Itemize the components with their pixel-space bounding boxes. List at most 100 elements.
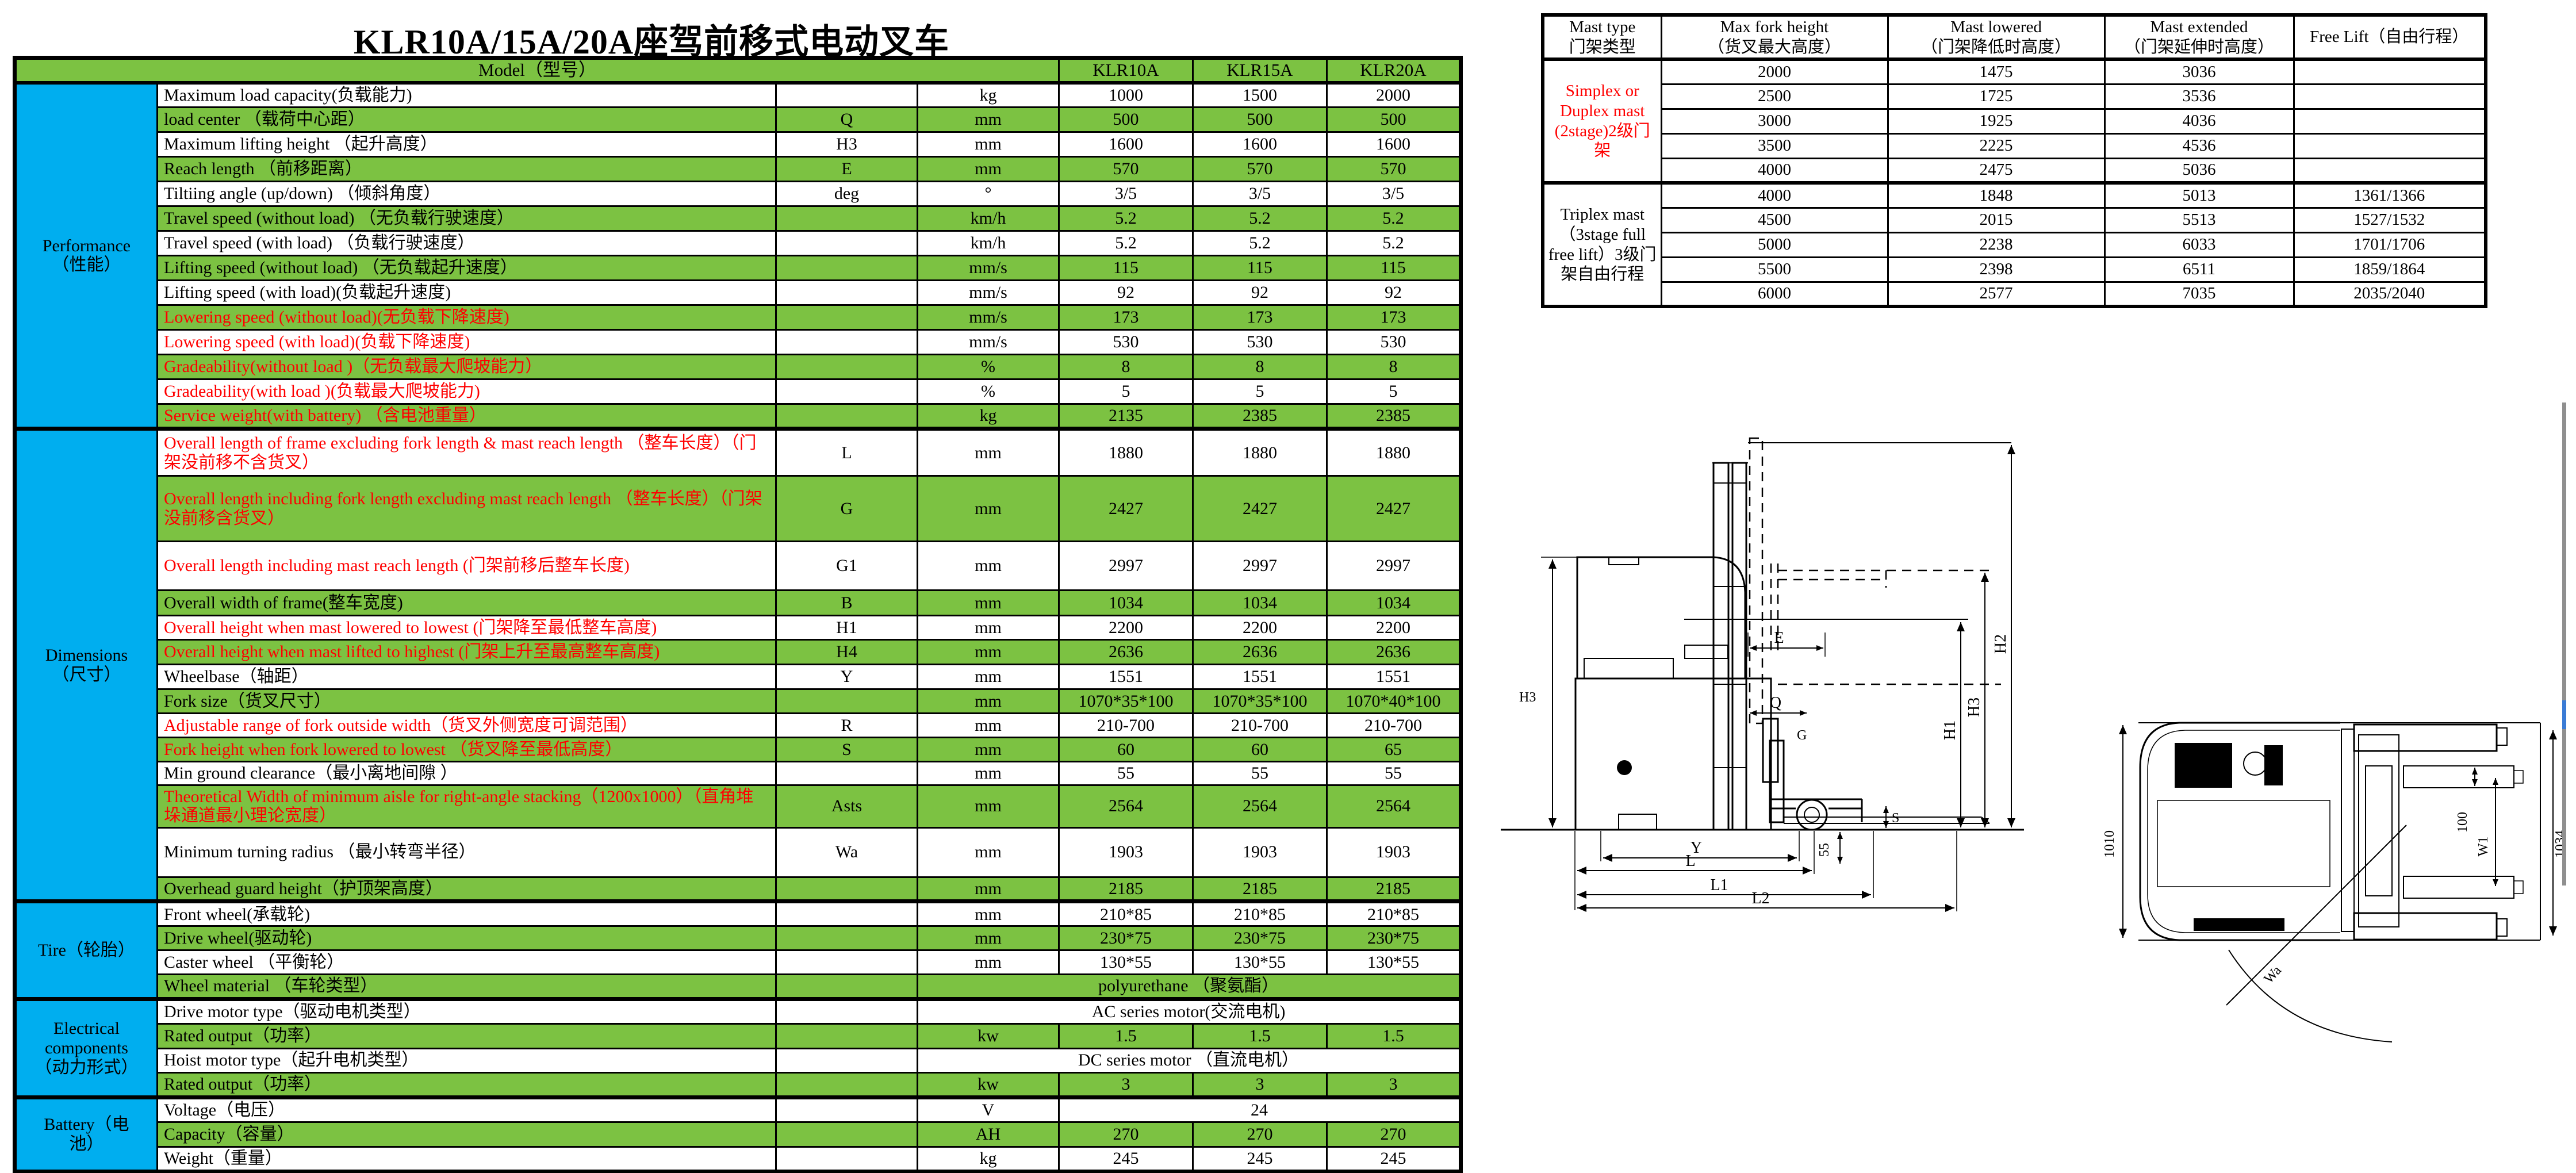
category-cell: Battery（电 池） (14, 1095, 158, 1172)
spec-label-cell: Front wheel(承载轮) (156, 899, 777, 927)
spec-value-cell: 1600 (1058, 131, 1194, 158)
guard-notch (1608, 557, 1639, 565)
spec-label-cell: Capacity（容量） (156, 1121, 777, 1148)
mast-value-cell (2293, 58, 2487, 85)
spec-merged-value-cell: AC series motor(交流电机) (917, 997, 1462, 1025)
spec-value-cell: 5.2 (1058, 205, 1194, 232)
fork-top (2403, 765, 2514, 788)
spec-label-cell: Fork size（货叉尺寸） (156, 688, 777, 714)
spec-value-cell: 2427 (1058, 475, 1194, 542)
spec-value-cell: 173 (1326, 304, 1462, 331)
mast-value-cell: 1725 (1887, 83, 2106, 110)
spec-value-cell: 115 (1326, 255, 1462, 281)
window-scrollbar-thumb[interactable] (2562, 700, 2566, 729)
spec-label-cell: Overall height when mast lifted to highe… (156, 639, 777, 665)
spec-symbol-cell: G1 (775, 540, 918, 591)
spec-unit-cell: mm (917, 761, 1060, 786)
mast-value-cell: 5513 (2103, 206, 2295, 233)
spec-symbol-cell: G (775, 475, 918, 542)
steering-wheel-hub (2183, 752, 2204, 772)
model-name-cell: KLR10A (1058, 57, 1194, 85)
spec-unit-cell: mm (917, 737, 1060, 762)
spec-value-cell: 2135 (1058, 403, 1194, 430)
spec-symbol-cell (775, 761, 918, 786)
spec-value-cell: 3/5 (1326, 181, 1462, 207)
spec-label-cell: Overall height when mast lowered to lowe… (156, 615, 777, 641)
spec-value-cell: 92 (1192, 279, 1328, 306)
spec-row: Travel speed (without load) （无负载行驶速度）km/… (15, 205, 1462, 232)
spec-row: Gradeability(without load )（无负载最大爬坡能力）%8… (15, 354, 1462, 380)
spec-value-cell: 210-700 (1192, 712, 1328, 738)
spec-unit-cell: kw (917, 1022, 1060, 1049)
mast-value-cell: 1848 (1887, 181, 2106, 209)
spec-unit-cell: km/h (917, 230, 1060, 256)
window-scrollbar-track[interactable] (2562, 402, 2566, 885)
mast-value-cell: 7035 (2103, 281, 2295, 308)
spec-value-cell: 1880 (1192, 427, 1328, 477)
spec-label-cell: Lifting speed (with load)(负载起升速度) (156, 279, 777, 306)
straddle-leg-top (2353, 723, 2498, 752)
dim-label-55: 55 (1817, 843, 1832, 857)
mast-value-cell: 2238 (1887, 231, 2106, 258)
spec-unit-cell: kg (917, 82, 1060, 108)
spec-unit-cell: mm (917, 639, 1060, 665)
mast-value-cell (2293, 157, 2487, 184)
mast-extended-dashed (1749, 437, 1764, 724)
spec-value-cell: 230*75 (1326, 925, 1462, 952)
spec-label-cell: Lowering speed (without load)(无负载下降速度) (156, 304, 777, 331)
model-header-cell: Model（型号） (14, 57, 1060, 85)
load-wheel (1796, 799, 1828, 831)
spec-label-cell: Lifting speed (without load) （无负载起升速度） (156, 255, 777, 281)
spec-label-cell: Drive motor type（驱动电机类型） (156, 997, 777, 1025)
spec-symbol-cell (775, 304, 918, 331)
spec-value-cell: 55 (1326, 761, 1462, 786)
spec-label-cell: Overall length including mast reach leng… (156, 540, 777, 591)
spec-value-cell: 1500 (1192, 82, 1328, 108)
spec-row: Overall length including fork length exc… (15, 475, 1462, 542)
mast-value-cell: 3000 (1660, 108, 1889, 135)
category-cell: Dimensions （尺寸） (14, 426, 158, 903)
spec-symbol-cell: L (775, 427, 918, 477)
spec-value-cell: 1903 (1326, 826, 1462, 878)
spec-label-cell: Maximum lifting height （起升高度） (156, 131, 777, 158)
spec-value-cell: 1034 (1058, 589, 1194, 616)
dim-label-q: Q (1770, 694, 1781, 712)
spec-symbol-cell (775, 329, 918, 355)
spec-value-cell: 5.2 (1192, 230, 1328, 256)
spec-label-cell: Rated output（功率） (156, 1071, 777, 1098)
spec-unit-cell: V (917, 1095, 1060, 1123)
spec-unit-cell: mm (917, 427, 1060, 477)
spec-unit-cell: mm (917, 784, 1060, 829)
spec-value-cell: 245 (1058, 1145, 1194, 1172)
mast-value-cell: 1475 (1887, 58, 2106, 85)
spec-value-cell: 1600 (1192, 131, 1328, 158)
spec-value-cell: 530 (1192, 329, 1328, 355)
spec-unit-cell: % (917, 354, 1060, 380)
mast-value-cell: 1859/1864 (2293, 256, 2487, 283)
mast-value-cell: 6000 (1660, 281, 1889, 308)
dim-label-h3-right: H3 (1965, 697, 1983, 717)
mast-value-cell: 6033 (2103, 231, 2295, 258)
turning-radius-arc (2228, 949, 2393, 1042)
mast-value-cell: 4036 (2103, 108, 2295, 135)
mast-value-cell: 4500 (1660, 206, 1889, 233)
spec-value-cell: 2185 (1058, 876, 1194, 903)
spec-value-cell: 2636 (1326, 639, 1462, 665)
fork-backrest (1769, 739, 1785, 823)
spec-value-cell: 2200 (1192, 615, 1328, 641)
mast-value-cell: 4536 (2103, 132, 2295, 159)
spec-label-cell: Gradeability(without load )（无负载最大爬坡能力） (156, 354, 777, 380)
spec-value-cell: 2636 (1058, 639, 1194, 665)
spec-merged-value-cell: 24 (1058, 1095, 1462, 1123)
mast-value-cell (2293, 132, 2487, 159)
spec-label-cell: Fork height when fork lowered to lowest … (156, 737, 777, 762)
spec-symbol-cell: Y (775, 664, 918, 690)
